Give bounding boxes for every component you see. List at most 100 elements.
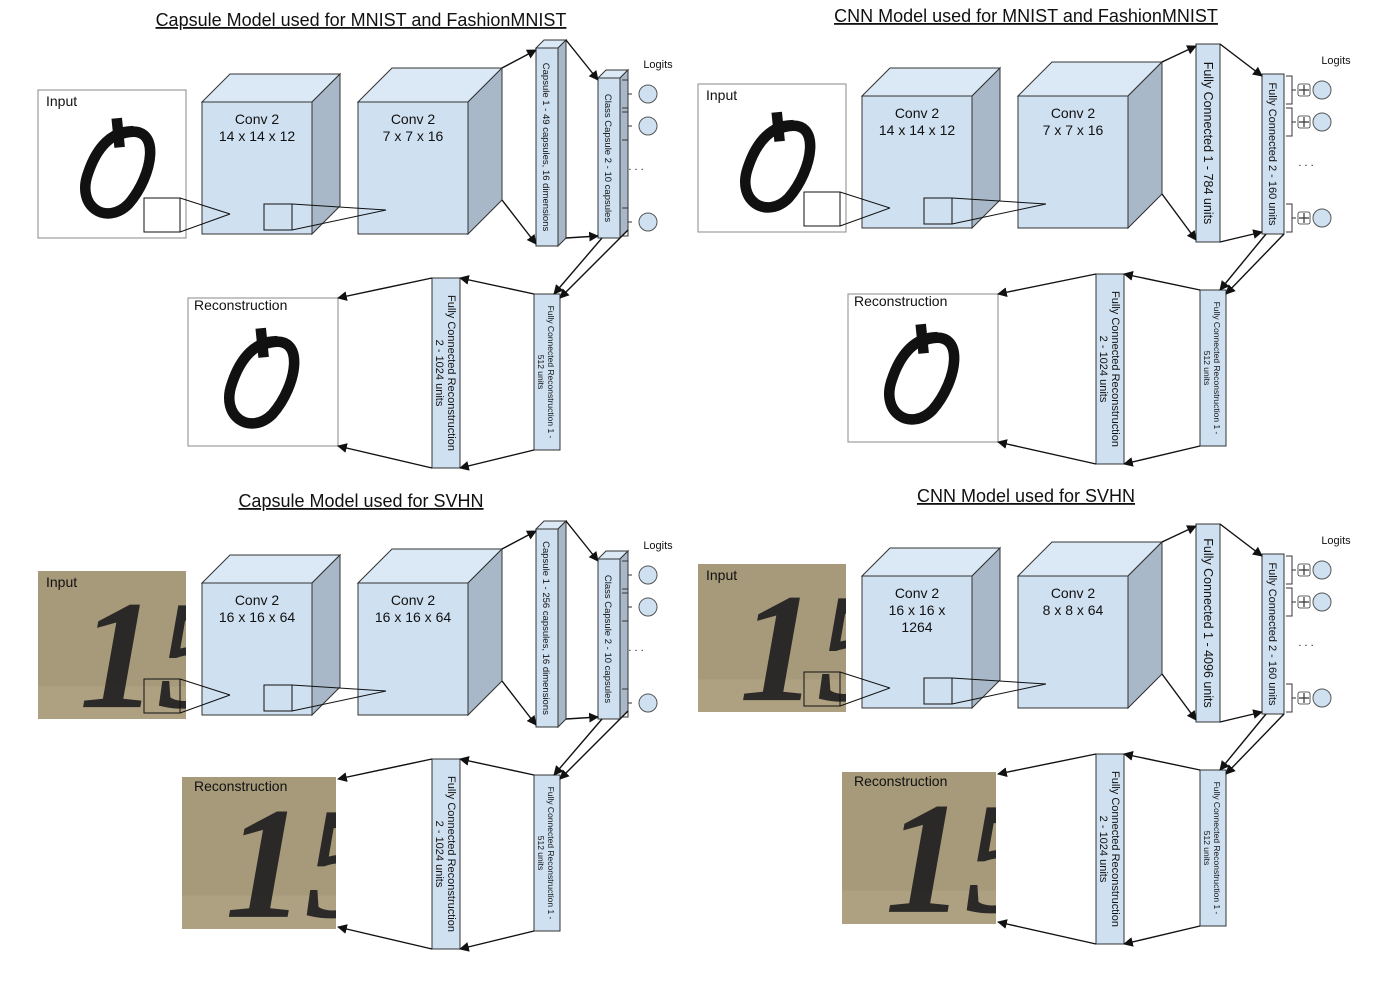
layer-2: Fully Connected 2 - 160 units (1261, 553, 1285, 715)
logit-node (1312, 592, 1332, 612)
conv-layer-label: 1264 (901, 619, 932, 635)
connector-line (951, 677, 1047, 685)
input-label: Input (46, 93, 77, 109)
reconstruction-label: Reconstruction (854, 293, 947, 309)
layer-label: 2 - 1024 units (433, 340, 445, 407)
svhn-digits: 15 (225, 775, 385, 952)
conv-layer-label: Conv 2 (895, 585, 940, 601)
logits-ellipsis: . . . (628, 642, 643, 654)
receptive-field-box (803, 191, 841, 227)
connection-arrow (501, 680, 537, 726)
logit-bracket (1286, 587, 1296, 617)
connection-arrow (1123, 271, 1201, 291)
logit-bracket (622, 560, 632, 590)
conv-layer-label: Conv 2 (235, 592, 280, 608)
block-front-face (201, 101, 313, 235)
layer-label: Fully Connected 1 - 4096 units (1201, 538, 1215, 708)
conv-layer-label: 16 x 16 x 64 (375, 609, 451, 625)
logit-node (638, 84, 658, 104)
layer-label: 512 units (1202, 351, 1212, 386)
connection-arrow (337, 758, 433, 782)
conv-layer-label: 14 x 14 x 12 (219, 128, 295, 144)
layer-2: Class Capsule 2 - 10 capsules (596, 68, 630, 240)
layer-1: Fully Connected 1 - 784 units (1195, 43, 1221, 243)
plus-icon (1299, 117, 1309, 127)
connection-arrow (459, 449, 535, 471)
logit-node (638, 565, 658, 585)
connector-line (839, 191, 891, 209)
connector-line (951, 197, 1047, 205)
slab-text: Fully Connected Reconstruction 1 -512 un… (536, 787, 556, 920)
logit-node (1312, 80, 1332, 100)
conv-layer-label: 16 x 16 x (889, 602, 946, 618)
slab-side-face (557, 519, 567, 729)
handwritten-zero (80, 117, 156, 219)
logits-ellipsis: . . . (628, 161, 643, 173)
connection-arrow (565, 231, 599, 242)
logit-node (1312, 112, 1332, 132)
connection-arrow (1225, 713, 1285, 775)
connector-line (179, 678, 231, 696)
connection-arrow (997, 273, 1097, 298)
connection-arrow (997, 439, 1097, 465)
layer-label: Fully Connected Reconstruction (445, 776, 457, 932)
slab-front-face (533, 293, 561, 451)
connection-arrow (565, 39, 599, 81)
slab-text: Fully Connected Reconstruction 1 -512 un… (536, 306, 556, 439)
connection-arrow (559, 710, 629, 780)
logit-bracket (622, 79, 632, 109)
connection-arrow (337, 443, 433, 469)
plus-frame (1297, 211, 1311, 225)
layer-label: 2 - 1024 units (433, 821, 445, 888)
slab-text: Class Capsule 2 - 10 capsules (602, 94, 613, 223)
connection-arrow (1161, 193, 1197, 241)
slab-text: Fully Connected Reconstruction 1 -512 un… (1202, 782, 1222, 915)
logit-node (1312, 560, 1332, 580)
block-front-face (201, 582, 313, 716)
plus-frame (1297, 563, 1311, 577)
svhn-digits: 15 (885, 770, 1045, 947)
conv-layer-label: Conv 2 (391, 111, 436, 127)
receptive-field-box (143, 197, 181, 233)
panel-title: Capsule Model used for MNIST and Fashion… (156, 10, 567, 30)
connection-arrow (501, 199, 537, 245)
fc-reconstruction-1: Fully Connected Reconstruction 1 -512 un… (1199, 769, 1227, 927)
connection-arrow (1219, 523, 1263, 557)
layer-label: 2 - 1024 units (1097, 816, 1109, 883)
connector-line (839, 671, 891, 689)
plus-frame (1297, 115, 1311, 129)
connector-line (179, 694, 231, 714)
slab-front-face (431, 277, 461, 469)
connection-arrow (1219, 713, 1267, 771)
logit-bracket (1286, 203, 1296, 233)
logit-node (638, 597, 658, 617)
slab-side-face (557, 38, 567, 248)
conv-block-1: Conv 214 x 14 x 12 (200, 72, 342, 236)
panel-title: CNN Model used for MNIST and FashionMNIS… (834, 6, 1218, 26)
connection-arrow (565, 712, 599, 723)
conv-block-1: Conv 214 x 14 x 12 (860, 66, 1002, 230)
input-label: Input (706, 87, 737, 103)
plus-frame (1297, 595, 1311, 609)
reconstruction-label: Reconstruction (194, 297, 287, 313)
conv-layer-label: Conv 2 (1051, 585, 1096, 601)
connection-arrow (565, 520, 599, 562)
connector-line (951, 683, 1047, 705)
connector-line (951, 203, 1047, 225)
reconstruction-label: Reconstruction (194, 778, 287, 794)
layer-label: Fully Connected Reconstruction 1 - (1212, 302, 1222, 435)
connection-arrow (1123, 925, 1201, 947)
kernel-box (263, 203, 293, 231)
slab-front-face (1199, 289, 1227, 447)
connection-arrow (459, 275, 535, 295)
logits-label: Logits (643, 540, 673, 552)
reconstruction-image: 15 (182, 775, 385, 952)
plus-icon (1299, 213, 1309, 223)
layer-label: 512 units (536, 355, 546, 390)
slab-front-face (535, 47, 559, 247)
block-side-face (311, 553, 341, 717)
